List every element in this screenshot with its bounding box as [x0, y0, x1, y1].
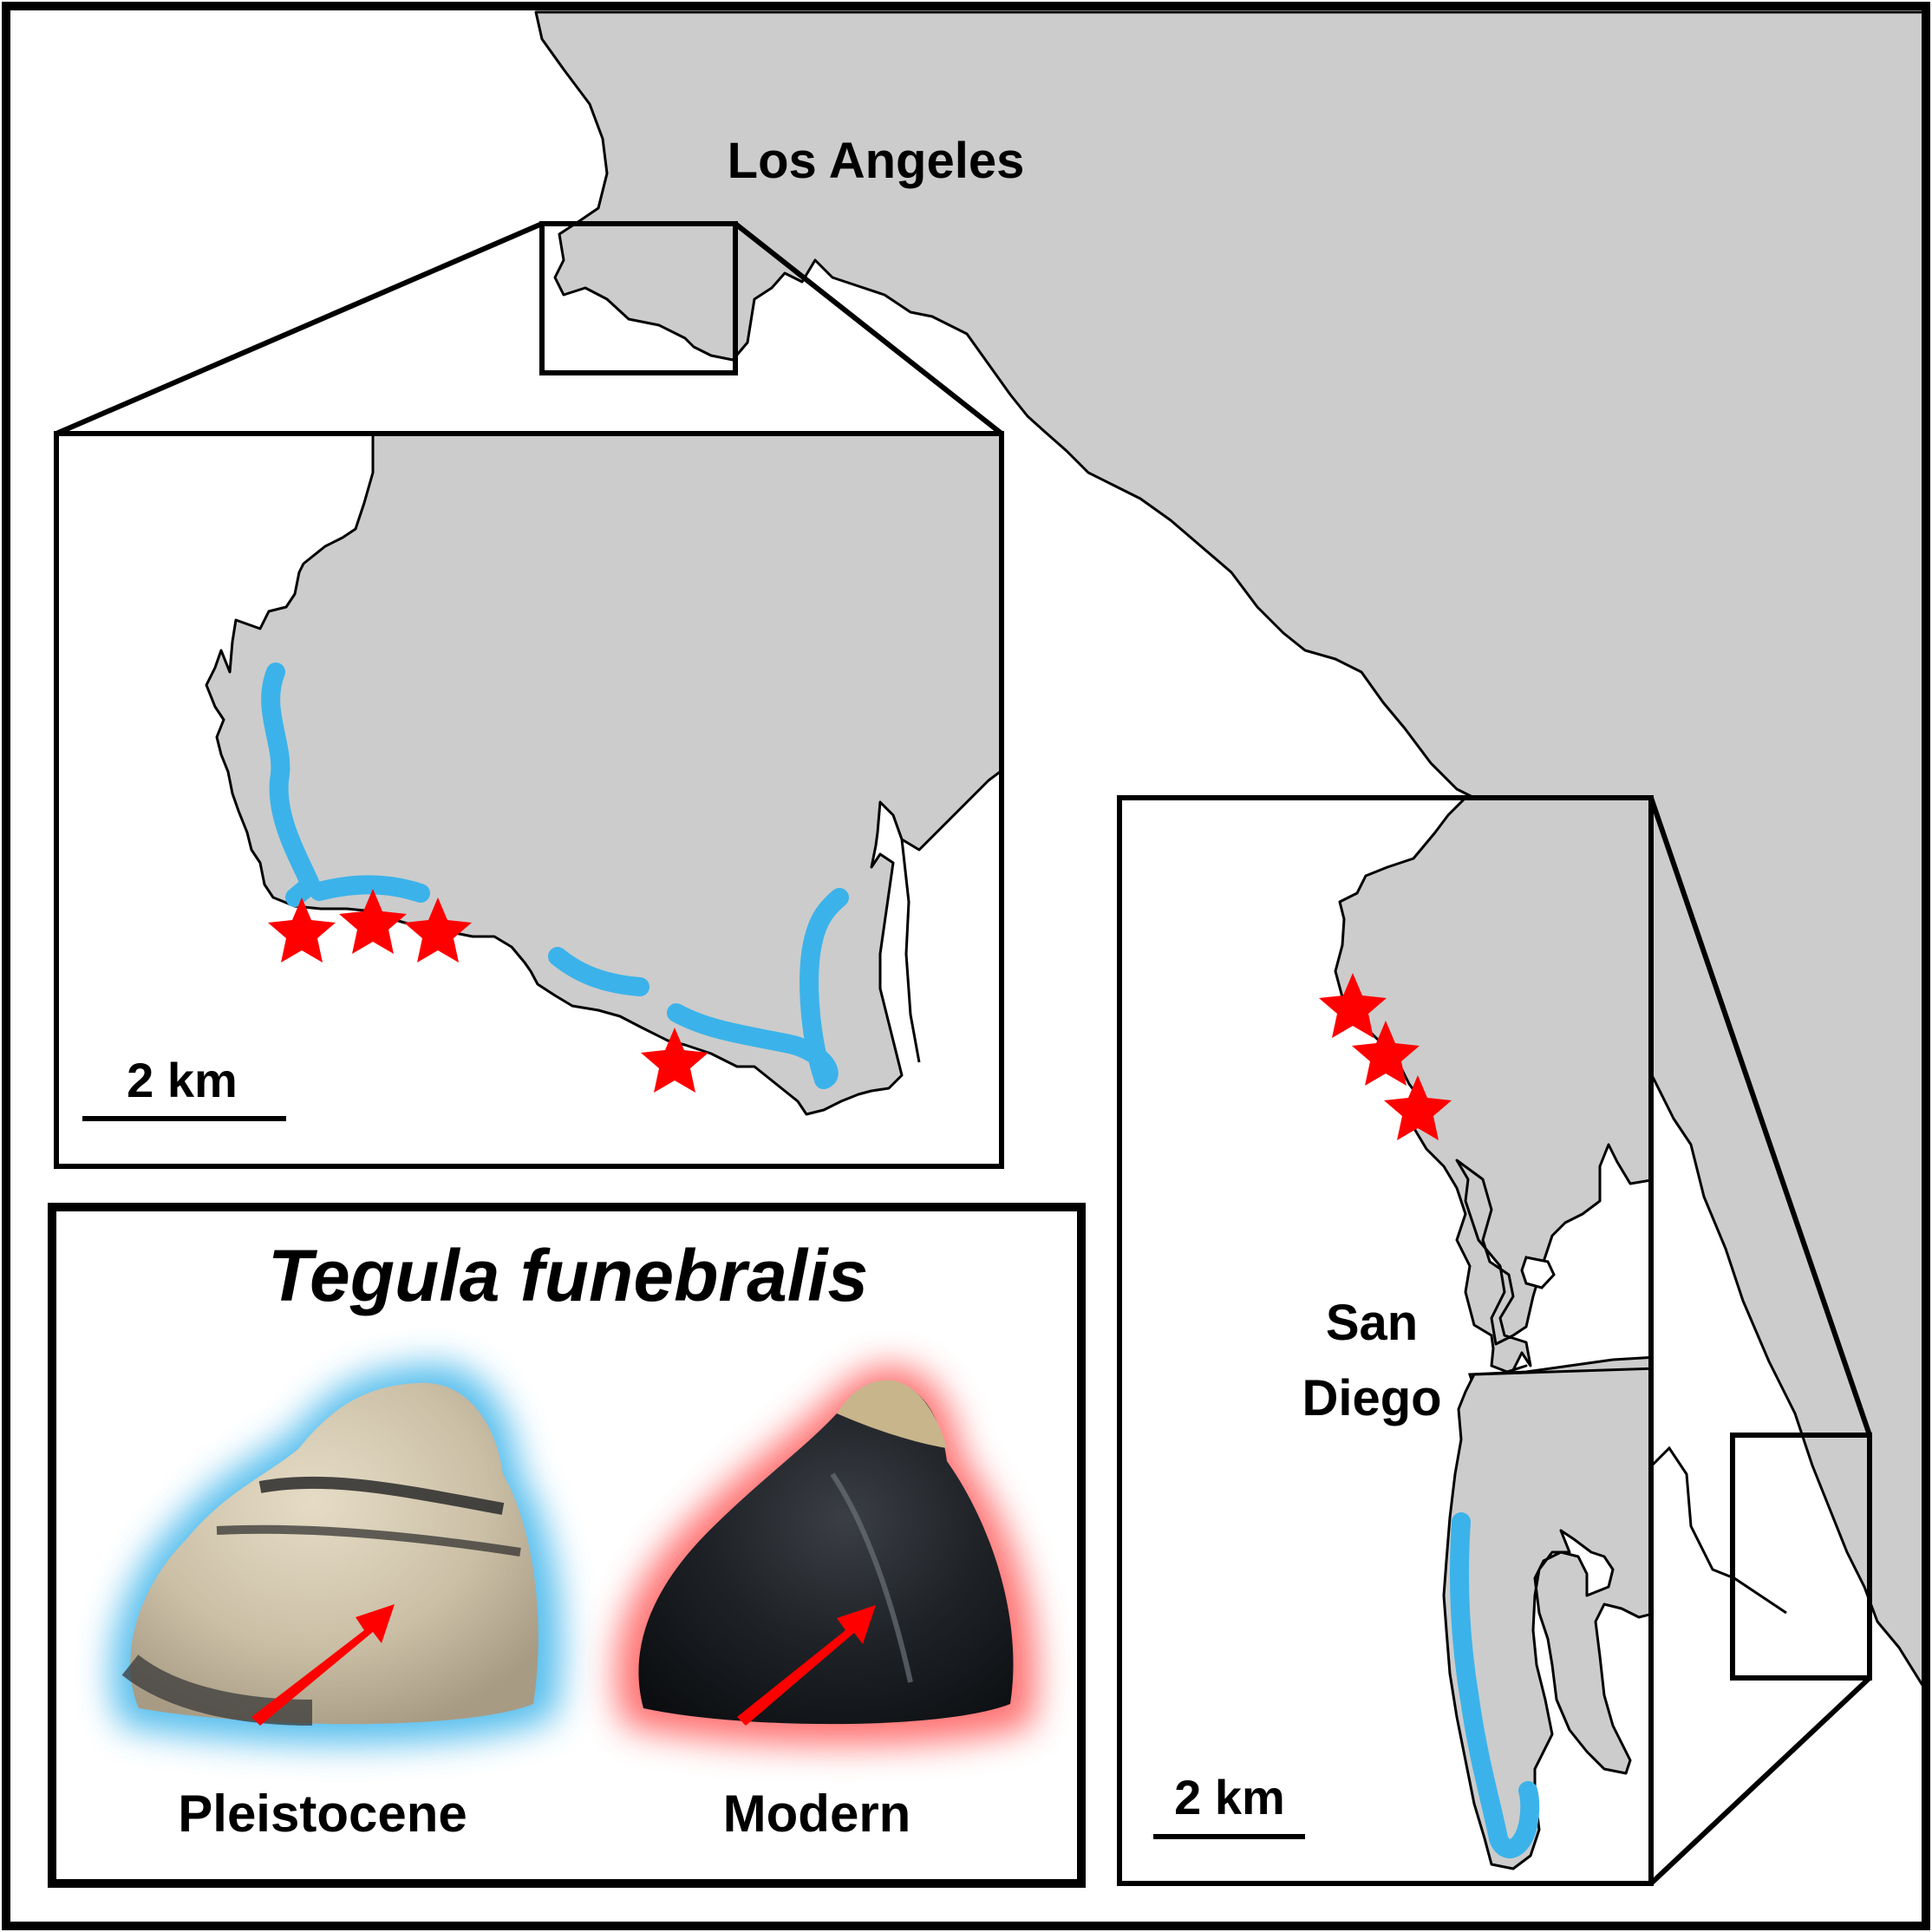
sd-range-line — [1450, 1512, 1540, 1858]
la-scale-label: 2 km — [127, 1053, 238, 1107]
modern-shell — [615, 1365, 1037, 1746]
pleistocene-band — [216, 1524, 521, 1557]
la-locator-box — [539, 221, 738, 375]
sd-inset-land-south — [1442, 1367, 1651, 1870]
bay-outline — [1650, 1446, 1787, 1615]
modern-arrow — [737, 1605, 876, 1726]
la-site-star — [339, 889, 407, 954]
la-harbor-line — [900, 839, 921, 1063]
sd-connector-bottom — [1648, 1675, 1872, 1886]
la-site-star — [268, 897, 336, 963]
pleistocene-band — [121, 1655, 313, 1726]
specimen-panel: Tegula funebralis Pleistocene Modern — [48, 1203, 1086, 1888]
pleistocene-shell-body — [130, 1382, 538, 1725]
modern-shell-body — [638, 1382, 1014, 1725]
species-title: Tegula funebralis — [268, 1235, 868, 1316]
sd-scale-label: 2 km — [1174, 1770, 1285, 1824]
sd-connector-top — [1648, 797, 1872, 1436]
pleistocene-label: Pleistocene — [178, 1785, 467, 1843]
san-diego-label-line1: San — [1326, 1295, 1418, 1351]
pleistocene-shell — [111, 1363, 562, 1745]
modern-label: Modern — [723, 1785, 911, 1843]
los-angeles-label: Los Angeles — [728, 133, 1025, 189]
sd-bay-pocket — [1520, 1256, 1556, 1289]
sd-site-star — [1319, 973, 1387, 1038]
la-site-star — [641, 1028, 708, 1093]
sd-inset-land-north — [1334, 798, 1651, 1374]
sd-inset-map: San Diego 2 km — [1117, 795, 1654, 1886]
la-connector-left — [55, 221, 544, 436]
la-connector-right — [734, 221, 1003, 436]
pleistocene-arrow — [251, 1604, 395, 1726]
sd-locator-box — [1730, 1433, 1872, 1681]
modern-shell-sheen — [830, 1472, 913, 1683]
la-range-line — [800, 888, 849, 1089]
main-map: Los Angeles — [55, 10, 1925, 1886]
san-diego-label-line2: Diego — [1302, 1370, 1441, 1426]
la-range-line — [261, 662, 320, 907]
la-range-line — [310, 875, 430, 903]
modern-shell-apex — [837, 1380, 947, 1448]
la-site-star — [404, 897, 472, 963]
sd-site-star — [1384, 1075, 1452, 1140]
pleistocene-band — [258, 1476, 505, 1515]
mainland-land — [534, 10, 1925, 1688]
sd-site-star — [1352, 1021, 1420, 1086]
la-range-line — [548, 947, 649, 996]
la-inset-map: 2 km — [54, 431, 1004, 1169]
